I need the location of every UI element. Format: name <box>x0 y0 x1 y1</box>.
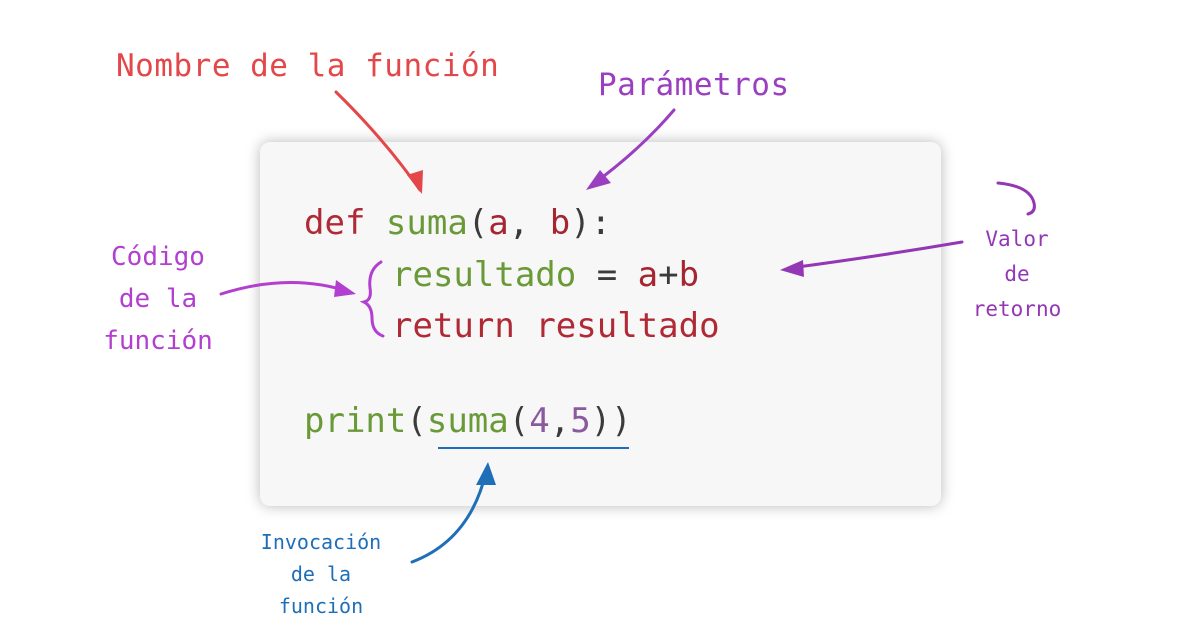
parameter-b: b <box>549 203 571 243</box>
def-keyword: def <box>304 203 366 243</box>
plus-operator: + <box>658 255 679 295</box>
code-line-assignment: resultado = a+b <box>392 255 699 295</box>
parameters-arrowhead <box>586 170 611 190</box>
close-paren-colon: ): <box>570 203 612 243</box>
comma: , <box>508 203 550 243</box>
function-name-arrowhead <box>407 170 423 194</box>
return-keyword: return <box>392 306 515 346</box>
function-code-arrow <box>219 281 352 296</box>
return-value-annotation-line: de <box>1004 262 1030 286</box>
function-call: suma <box>426 401 509 441</box>
parameters-arrow <box>590 108 676 187</box>
return-value-squiggle <box>996 181 1036 216</box>
return-value-annotation-line: Valor <box>985 227 1049 251</box>
result-variable: resultado <box>392 255 577 295</box>
function-code-annotation: Código de la función <box>88 236 228 362</box>
function-code-brace <box>359 260 385 338</box>
invocation-arrowhead <box>476 462 496 485</box>
code-line-return: return resultado <box>392 306 720 346</box>
operand-b: b <box>678 255 700 295</box>
function-code-arrowhead <box>334 280 356 297</box>
code-line-def: def suma(a, b): <box>304 203 611 243</box>
parameter-a: a <box>488 203 509 243</box>
return-value-arrowhead <box>780 260 804 277</box>
returned-variable: resultado <box>535 306 720 346</box>
close-parens: )) <box>590 401 632 441</box>
function-name-annotation: Nombre de la función <box>116 48 500 84</box>
invocation-arrow <box>410 470 488 564</box>
open-paren: ( <box>406 401 427 441</box>
return-value-annotation: Valor de retorno <box>952 222 1082 327</box>
return-value-arrow <box>788 240 964 270</box>
code-line-print: print(suma(4,5)) <box>304 401 632 441</box>
return-value-annotation-line: retorno <box>972 297 1062 321</box>
argument-4: 4 <box>529 401 550 441</box>
invocation-annotation-line: función <box>278 594 364 618</box>
print-function: print <box>304 401 407 441</box>
comma: , <box>549 401 571 441</box>
argument-5: 5 <box>570 401 591 441</box>
open-paren: ( <box>467 203 489 243</box>
assign-operator: = <box>576 255 638 295</box>
invocation-annotation-line: de la <box>290 562 352 586</box>
function-code-annotation-line: Código <box>111 242 205 272</box>
open-paren: ( <box>508 401 530 441</box>
function-code-annotation-line: función <box>103 326 213 356</box>
invocation-annotation: Invocación de la función <box>236 526 406 622</box>
function-name: suma <box>385 203 468 243</box>
parameters-annotation: Parámetros <box>598 67 790 103</box>
operand-a: a <box>637 255 659 295</box>
invocation-annotation-line: Invocación <box>260 530 382 554</box>
function-code-annotation-line: de la <box>118 284 198 314</box>
